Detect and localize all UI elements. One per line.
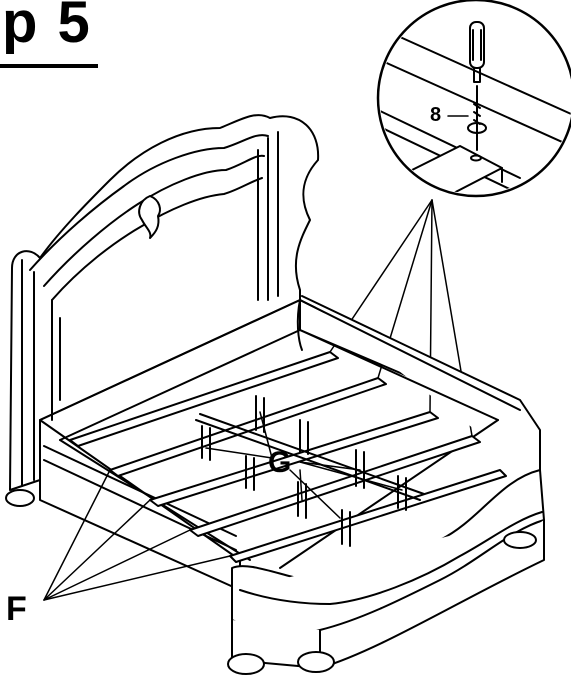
- carving-ornament-icon: [138, 195, 161, 239]
- callout-8-screw: 8: [430, 104, 442, 126]
- deck-frame: [39, 299, 521, 569]
- step-title: p 5: [2, 0, 92, 55]
- slat: [189, 435, 481, 537]
- center-support: [195, 395, 425, 547]
- slat: [69, 351, 339, 447]
- support-leg: [201, 395, 407, 547]
- headboard: [9, 114, 320, 491]
- slats: [69, 351, 507, 563]
- callout-f-slats: F: [6, 590, 27, 628]
- f-leaders: [43, 469, 231, 601]
- detail-inset: [376, 0, 571, 198]
- side-rails: [39, 295, 541, 591]
- foot-front-right: [297, 651, 335, 673]
- callout-g-legs: G: [268, 446, 292, 479]
- slat: [109, 377, 387, 477]
- foot-front-left: [227, 653, 265, 675]
- foot-back-left: [5, 489, 35, 507]
- footboard: [5, 469, 545, 675]
- foot-back-right: [503, 531, 537, 549]
- slat: [149, 411, 439, 507]
- slat: [229, 469, 507, 563]
- title-underline: [0, 64, 98, 68]
- g-leaders: [205, 411, 403, 519]
